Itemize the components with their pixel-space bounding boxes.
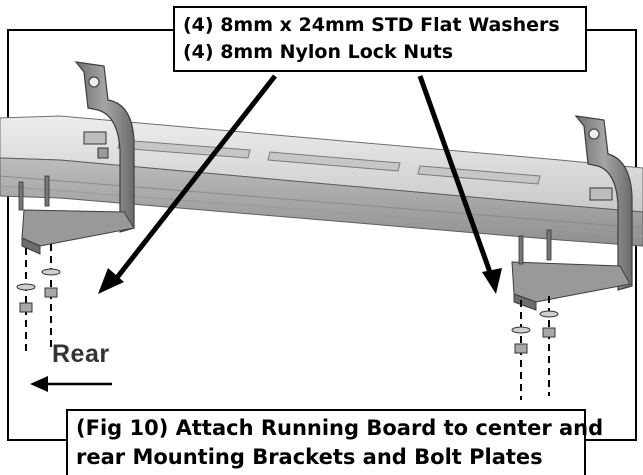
left-hardware [16,175,61,355]
rear-direction-arrow [30,376,112,392]
leader-arrows [98,74,502,294]
hardware-washers-text: (4) 8mm x 24mm STD Flat Washers [183,14,560,36]
hardware-callout: (4) 8mm x 24mm STD Flat Washers (4) 8mm … [173,6,587,72]
leader-arrow-right [417,75,495,279]
figure-caption: (Fig 10) Attach Running Board to center … [66,409,604,475]
arrowhead-left [98,268,124,294]
left-mounting-bracket [21,61,135,255]
hardware-nuts-text: (4) 8mm Nylon Lock Nuts [183,41,454,63]
caption-line-1: (Fig 10) Attach Running Board to center … [76,416,604,440]
arrowhead-right [482,268,502,294]
caption-line-2: rear Mounting Brackets and Bolt Plates [76,445,543,469]
right-mounting-bracket [511,115,633,311]
leader-arrow-left [110,74,277,286]
right-hardware [511,229,559,400]
rear-label: Rear [52,340,110,368]
